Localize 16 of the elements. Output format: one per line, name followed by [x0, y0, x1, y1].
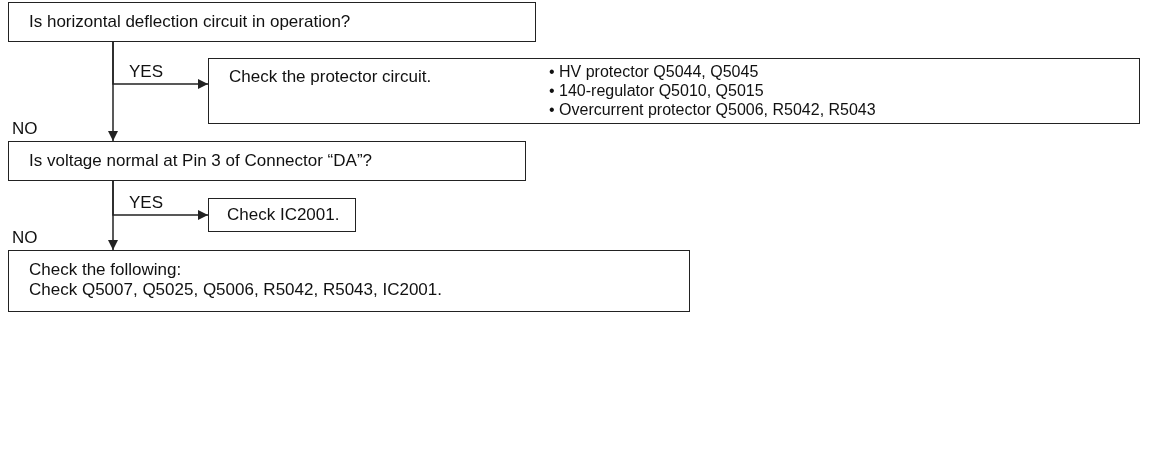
process-box: [208, 58, 1140, 124]
box-text: Is horizontal deflection circuit in operation?: [29, 12, 352, 32]
process-box: [208, 198, 356, 232]
list-item: • Overcurrent protector Q5006, R5042, R5043: [549, 100, 876, 119]
arrow: [108, 41, 118, 142]
box-text: Is voltage normal at Pin 3 of Connector “DA”?: [29, 151, 373, 171]
box-text: Check the following:: [29, 260, 183, 280]
box-text: Check Q5007, Q5025, Q5006, R5042, R5043, IC2001.: [29, 280, 443, 300]
box-text: Check IC2001.: [227, 205, 341, 225]
box-text: Check the protector circuit.: [229, 67, 432, 87]
decision-box: [8, 2, 536, 42]
list-item: • 140-regulator Q5010, Q5015: [549, 81, 765, 100]
process-box: [8, 250, 690, 312]
arrow: [108, 180, 118, 251]
decision-box: [8, 141, 526, 181]
list-item: • HV protector Q5044, Q5045: [549, 62, 760, 81]
